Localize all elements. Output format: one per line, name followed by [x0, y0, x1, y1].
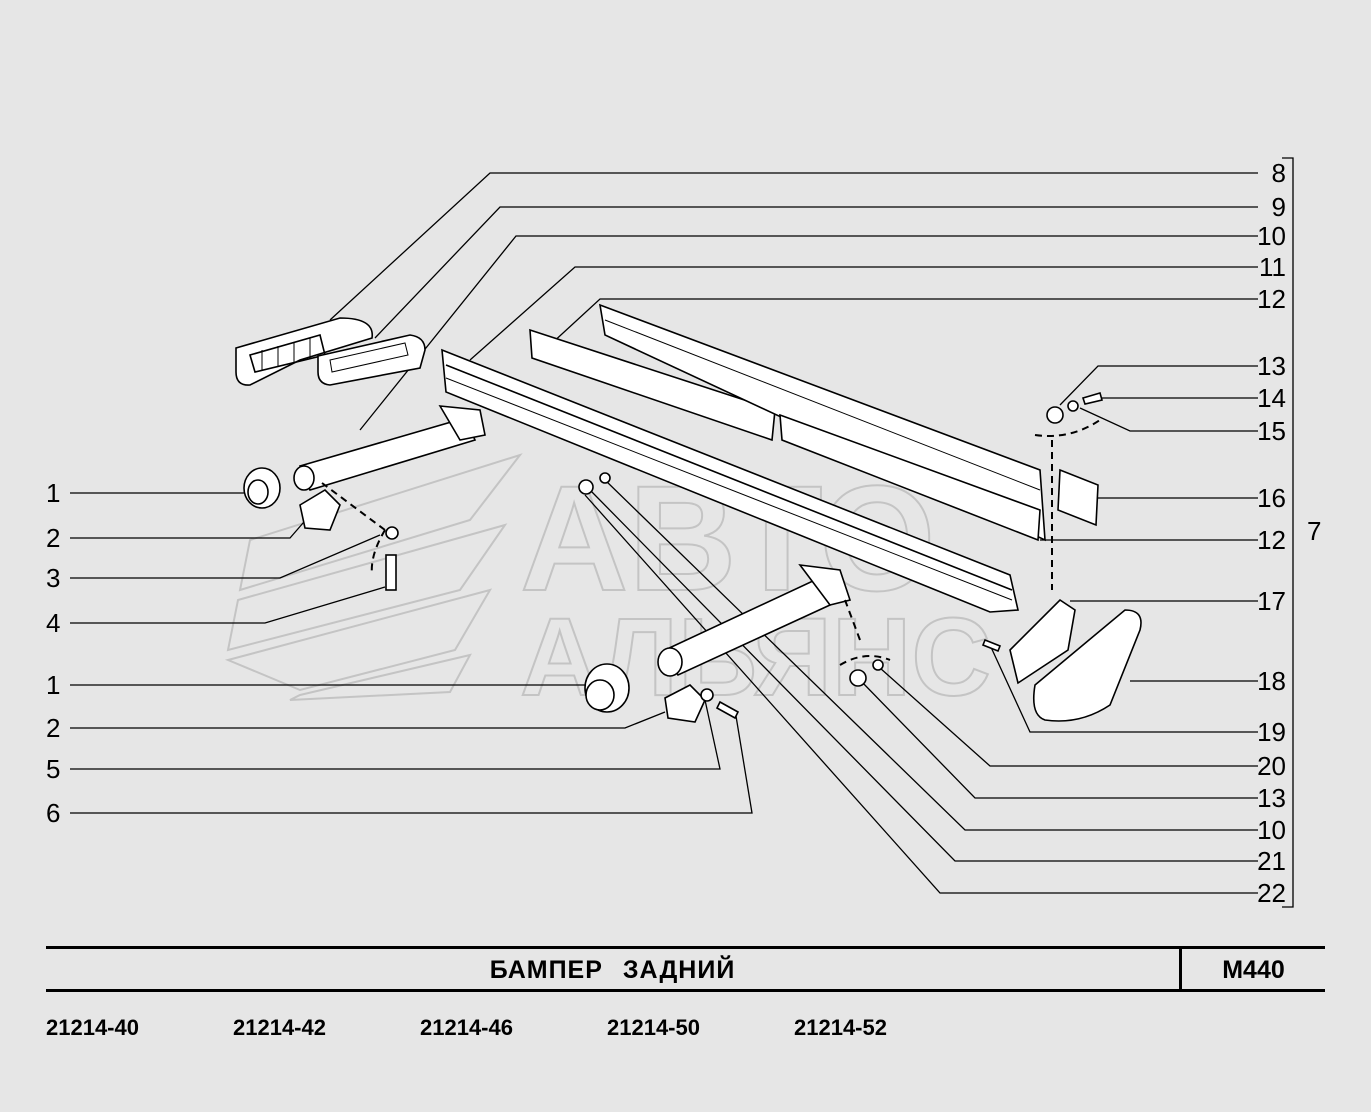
callouts-left: 1 2 3 4 1 2 5 6 — [46, 478, 60, 828]
callout-1b: 1 — [46, 670, 60, 700]
end-cap-right — [1009, 598, 1142, 722]
callout-18: 18 — [1257, 666, 1286, 696]
rubber-strip — [1057, 468, 1099, 527]
assembly-arrows — [321, 419, 1101, 666]
bolt-6 — [715, 700, 740, 720]
diagram-code: M440 — [1222, 956, 1285, 984]
callout-20: 20 — [1257, 751, 1286, 781]
model-code: 21214-40 — [46, 1015, 139, 1040]
model-code: 21214-52 — [794, 1015, 887, 1040]
callouts-right: 8 9 10 11 12 13 14 15 16 12 17 18 19 20 … — [1257, 158, 1286, 908]
nut-13-lower — [849, 669, 867, 687]
callout-10b: 10 — [1257, 815, 1286, 845]
callout-3: 3 — [46, 563, 60, 593]
plate-left — [299, 488, 341, 531]
title-bar: БАМПЕР ЗАДНИЙ M440 — [46, 946, 1325, 992]
plate-center — [664, 684, 706, 723]
parts — [235, 303, 1142, 723]
bolt-4 — [385, 554, 397, 591]
callout-12: 12 — [1257, 284, 1286, 314]
callout-8: 8 — [1272, 158, 1286, 188]
bracket-tube-center — [657, 563, 852, 677]
callout-21: 21 — [1257, 846, 1286, 876]
callout-19: 19 — [1257, 717, 1286, 747]
callout-10: 10 — [1257, 221, 1286, 251]
model-code: 21214-42 — [233, 1015, 326, 1040]
callout-7-group: 7 — [1307, 516, 1321, 546]
title-divider — [1179, 949, 1182, 989]
callout-13: 13 — [1257, 351, 1286, 381]
model-code: 21214-46 — [420, 1015, 513, 1040]
page-title: БАМПЕР ЗАДНИЙ — [489, 956, 736, 984]
callout-4: 4 — [46, 608, 60, 638]
end-pad-left — [317, 334, 426, 386]
watermark-emblem — [224, 453, 523, 701]
callout-6: 6 — [46, 798, 60, 828]
nut-22 — [578, 479, 594, 495]
callout-16: 16 — [1257, 483, 1286, 513]
callout-22: 22 — [1257, 878, 1286, 908]
callout-12b: 12 — [1257, 525, 1286, 555]
callout-15: 15 — [1257, 416, 1286, 446]
callout-1: 1 — [46, 478, 60, 508]
callout-2b: 2 — [46, 713, 60, 743]
callout-5: 5 — [46, 754, 60, 784]
nut-3 — [385, 526, 399, 540]
bolt-14 — [1081, 392, 1103, 405]
grommet-left — [243, 467, 281, 509]
trim-strip-upper — [529, 303, 1046, 542]
callout-14: 14 — [1257, 383, 1286, 413]
callout-11: 11 — [1259, 252, 1286, 282]
callout-17: 17 — [1257, 586, 1286, 616]
callout-13b: 13 — [1257, 783, 1286, 813]
bracket-tube-left — [293, 405, 486, 491]
washer-15 — [1067, 400, 1079, 412]
callout-9: 9 — [1272, 192, 1286, 222]
screw-19 — [981, 638, 1002, 653]
callout-2: 2 — [46, 523, 60, 553]
grommet-center — [584, 663, 630, 713]
model-code: 21214-50 — [607, 1015, 700, 1040]
bumper-beam — [441, 348, 1019, 613]
washer-21 — [599, 472, 611, 484]
nut-13-top — [1046, 406, 1064, 424]
leader-lines — [70, 157, 1294, 908]
nut-5 — [700, 688, 714, 702]
washer-20 — [872, 659, 884, 671]
